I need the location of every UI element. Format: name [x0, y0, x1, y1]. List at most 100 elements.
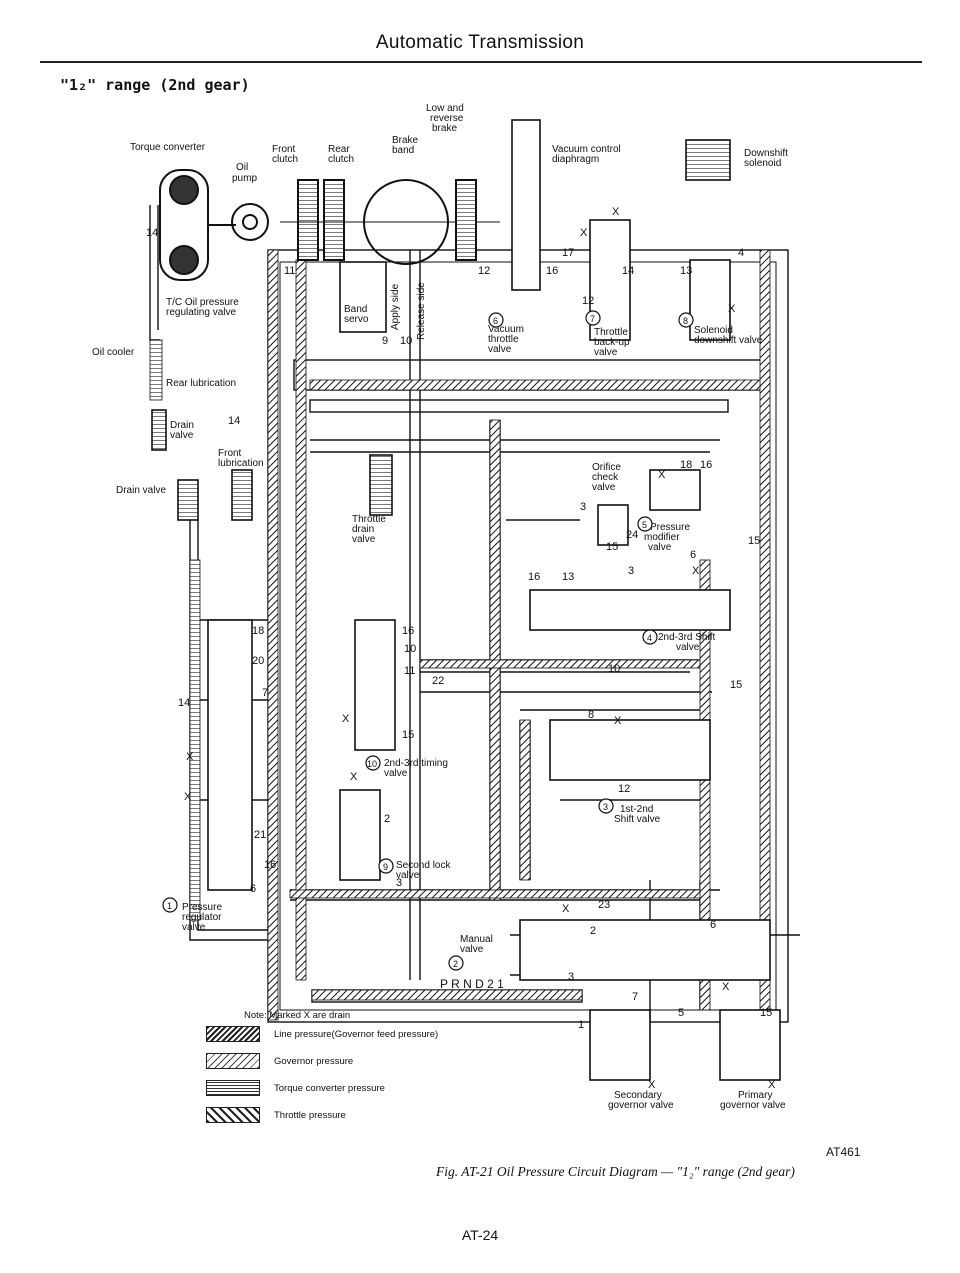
downshift-solenoid-label-2: solenoid — [744, 158, 781, 169]
port-number: 24 — [626, 529, 638, 541]
port-number: 12 — [582, 295, 594, 307]
port-number: 22 — [432, 675, 444, 687]
port-number: 6 — [710, 919, 716, 931]
orifice-check-valve-label: Orifice — [592, 462, 621, 473]
port-number: 2 — [384, 813, 390, 825]
drain-mark: X — [722, 981, 730, 993]
drain-mark: X — [728, 303, 736, 315]
drain-mark: X — [768, 1079, 776, 1091]
band-servo-label-2: servo — [344, 314, 369, 325]
valve-number-circles — [162, 310, 694, 971]
port-number: 13 — [680, 265, 692, 277]
drain-mark: X — [648, 1079, 656, 1091]
circle-2-num: 2 — [453, 959, 458, 969]
pressure-modifier-valve-label-3: valve — [648, 542, 672, 553]
hatched-channels — [149, 249, 771, 1021]
circle-1-num: 1 — [167, 901, 172, 911]
release-side-label: Release side — [416, 282, 427, 340]
band-servo-label: Band — [344, 304, 367, 315]
drain-mark: X — [692, 565, 700, 577]
drain-mark: X — [658, 469, 666, 481]
oil-pump — [231, 203, 269, 241]
throttle-drain-valve-label-2: drain — [352, 524, 374, 535]
primary-governor-valve-label-2: governor valve — [720, 1100, 786, 1111]
port-number: 9 — [382, 335, 388, 347]
port-number: 3 — [396, 877, 402, 889]
front-lubrication-label: Front — [218, 448, 242, 459]
front-clutch-label: Front — [272, 144, 296, 155]
port-number: 15 — [402, 729, 414, 741]
oil-cooler-label: Oil cooler — [92, 347, 135, 358]
port-number: 11 — [284, 265, 295, 277]
header-rule — [40, 61, 922, 63]
second-lock-valve-label: Second lock — [396, 860, 451, 871]
pressure-modifier-valve-label-2: modifier — [644, 532, 680, 543]
port-number: 13 — [562, 571, 574, 583]
downshift-solenoid-label: Downshift — [744, 148, 788, 159]
vacuum-control-diaphragm-label-2: diaphragm — [552, 154, 599, 165]
torque-converter-pressure-swatch — [206, 1080, 260, 1096]
drain-mark: X — [186, 751, 194, 763]
line-pressure-swatch — [206, 1026, 260, 1042]
drain-valve-small-label-2: valve — [170, 430, 194, 441]
pressure-regulator-valve-label-3: valve — [182, 922, 206, 933]
circle-5-num: 5 — [642, 520, 647, 530]
circle-4-num: 4 — [647, 633, 652, 643]
drain-mark: X — [562, 903, 570, 915]
port-number: 3 — [628, 565, 634, 577]
vacuum-throttle-valve-label: Vacuum — [488, 324, 524, 335]
page-number: AT-24 — [461, 1227, 499, 1243]
port-number: 18 — [252, 625, 264, 637]
apply-side-label: Apply side — [390, 283, 401, 330]
port-number: 14 — [178, 697, 190, 709]
pressure-regulator-valve-label: Pressure — [182, 902, 222, 913]
shift-2-3-valve-label: 2nd-3rd Shift — [658, 632, 715, 643]
circle-9-num: 9 — [383, 862, 388, 872]
port-number: 10 — [608, 663, 620, 675]
port-number: 17 — [562, 247, 574, 259]
port-number: 16 — [264, 859, 276, 871]
port-number: 12 — [478, 265, 490, 277]
circle-6 — [488, 312, 504, 328]
legend-item-line-pressure: Line pressure(Governor feed pressure) — [206, 1024, 438, 1044]
port-number: 4 — [738, 247, 744, 259]
secondary-governor-valve-label: Secondary — [614, 1090, 662, 1101]
timing-2-3-valve-label: 2nd-3rd timing — [384, 758, 448, 769]
circle-9 — [378, 858, 394, 874]
port-number: 15 — [760, 1007, 772, 1019]
throttle-backup-valve-label: Throttle — [594, 327, 628, 338]
clutches — [280, 179, 500, 265]
port-number: 3 — [580, 501, 586, 513]
port-number: 2 — [590, 925, 596, 937]
port-number: 7 — [632, 991, 638, 1003]
vacuum-throttle-valve-label-2: throttle — [488, 334, 519, 345]
drain-valve-label: Drain valve — [116, 485, 166, 496]
low-reverse-brake-label: Low and — [426, 103, 464, 114]
throttle-drain-valve-label: Throttle — [352, 514, 386, 525]
port-number: 16 — [700, 459, 712, 471]
governor-pressure-swatch — [206, 1053, 260, 1069]
port-number: 3 — [568, 971, 574, 983]
port-number: 6 — [250, 883, 256, 895]
port-number: 15 — [730, 679, 742, 691]
drain-mark: X — [580, 227, 588, 239]
legend-item-throttle-pressure: Throttle pressure — [206, 1105, 438, 1125]
port-number: 15 — [748, 535, 760, 547]
drain-mark: X — [350, 771, 358, 783]
legend-label: Torque converter pressure — [274, 1082, 385, 1094]
low-reverse-brake-label-2: reverse — [430, 113, 464, 124]
circle-8 — [678, 312, 694, 328]
oil-pump-label: Oil — [236, 162, 248, 173]
vacuum-control-diaphragm-label: Vacuum control — [552, 144, 621, 155]
timing-2-3-valve-label-2: valve — [384, 768, 408, 779]
front-clutch-label-2: clutch — [272, 154, 298, 165]
drain-note: Note: Marked X are drain — [244, 1010, 351, 1021]
throttle-backup-valve-label-2: back-up — [594, 337, 630, 348]
port-number: 18 — [680, 459, 692, 471]
drain-mark: X — [184, 791, 192, 803]
legend-label: Throttle pressure — [274, 1109, 346, 1121]
torque-converter — [159, 169, 236, 281]
manual-valve-label-2: valve — [460, 944, 484, 955]
secondary-governor-valve-label-2: governor valve — [608, 1100, 674, 1111]
